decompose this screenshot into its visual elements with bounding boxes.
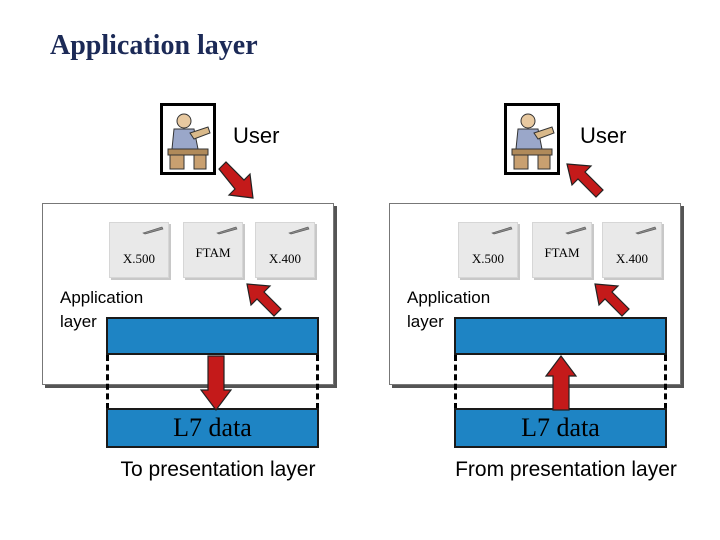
tile-label: FTAM — [195, 245, 231, 260]
tile-label: X.400 — [615, 251, 649, 266]
right-tile-ftam: FTAM — [532, 222, 592, 278]
user-at-desk-icon — [504, 103, 560, 175]
pen-icon — [142, 226, 164, 235]
layer-to-app-arrow-icon — [246, 283, 282, 317]
user-at-desk-icon — [160, 103, 216, 175]
right-dashed-boundary — [664, 355, 667, 409]
app-to-user-arrow-icon — [566, 163, 604, 198]
tile-label: X.400 — [268, 251, 302, 266]
pen-icon — [491, 226, 513, 235]
pen-icon — [216, 226, 238, 235]
up-arrow-icon — [544, 355, 578, 411]
pen-icon — [565, 226, 587, 235]
left-caption: To presentation layer — [120, 458, 316, 481]
left-application-layer-bar — [106, 317, 319, 355]
layer-to-app-arrow-icon — [594, 283, 630, 317]
pen-icon — [288, 226, 310, 235]
right-l7-data-block: L7 data — [454, 408, 667, 448]
right-user-label: User — [580, 123, 627, 148]
pen-icon — [635, 226, 657, 235]
tile-label: X.500 — [122, 251, 156, 266]
tile-label: X.500 — [471, 251, 505, 266]
left-l7-data-block: L7 data — [106, 408, 319, 448]
left-tile-x500: X.500 — [109, 222, 169, 278]
right-application-layer-bar — [454, 317, 667, 355]
page-title: Application layer — [50, 30, 258, 61]
right-caption: From presentation layer — [455, 458, 677, 481]
left-user-label: User — [233, 123, 280, 148]
right-application-layer-label: Application layer — [407, 286, 507, 334]
user-to-app-arrow-icon — [218, 161, 254, 199]
left-dashed-boundary — [106, 355, 109, 409]
left-tile-x400: X.400 — [255, 222, 315, 278]
right-dashed-boundary — [454, 355, 457, 409]
down-arrow-icon — [199, 355, 233, 411]
right-tile-x400: X.400 — [602, 222, 662, 278]
left-tile-ftam: FTAM — [183, 222, 243, 278]
right-tile-x500: X.500 — [458, 222, 518, 278]
tile-label: FTAM — [544, 245, 580, 260]
left-dashed-boundary — [316, 355, 319, 409]
